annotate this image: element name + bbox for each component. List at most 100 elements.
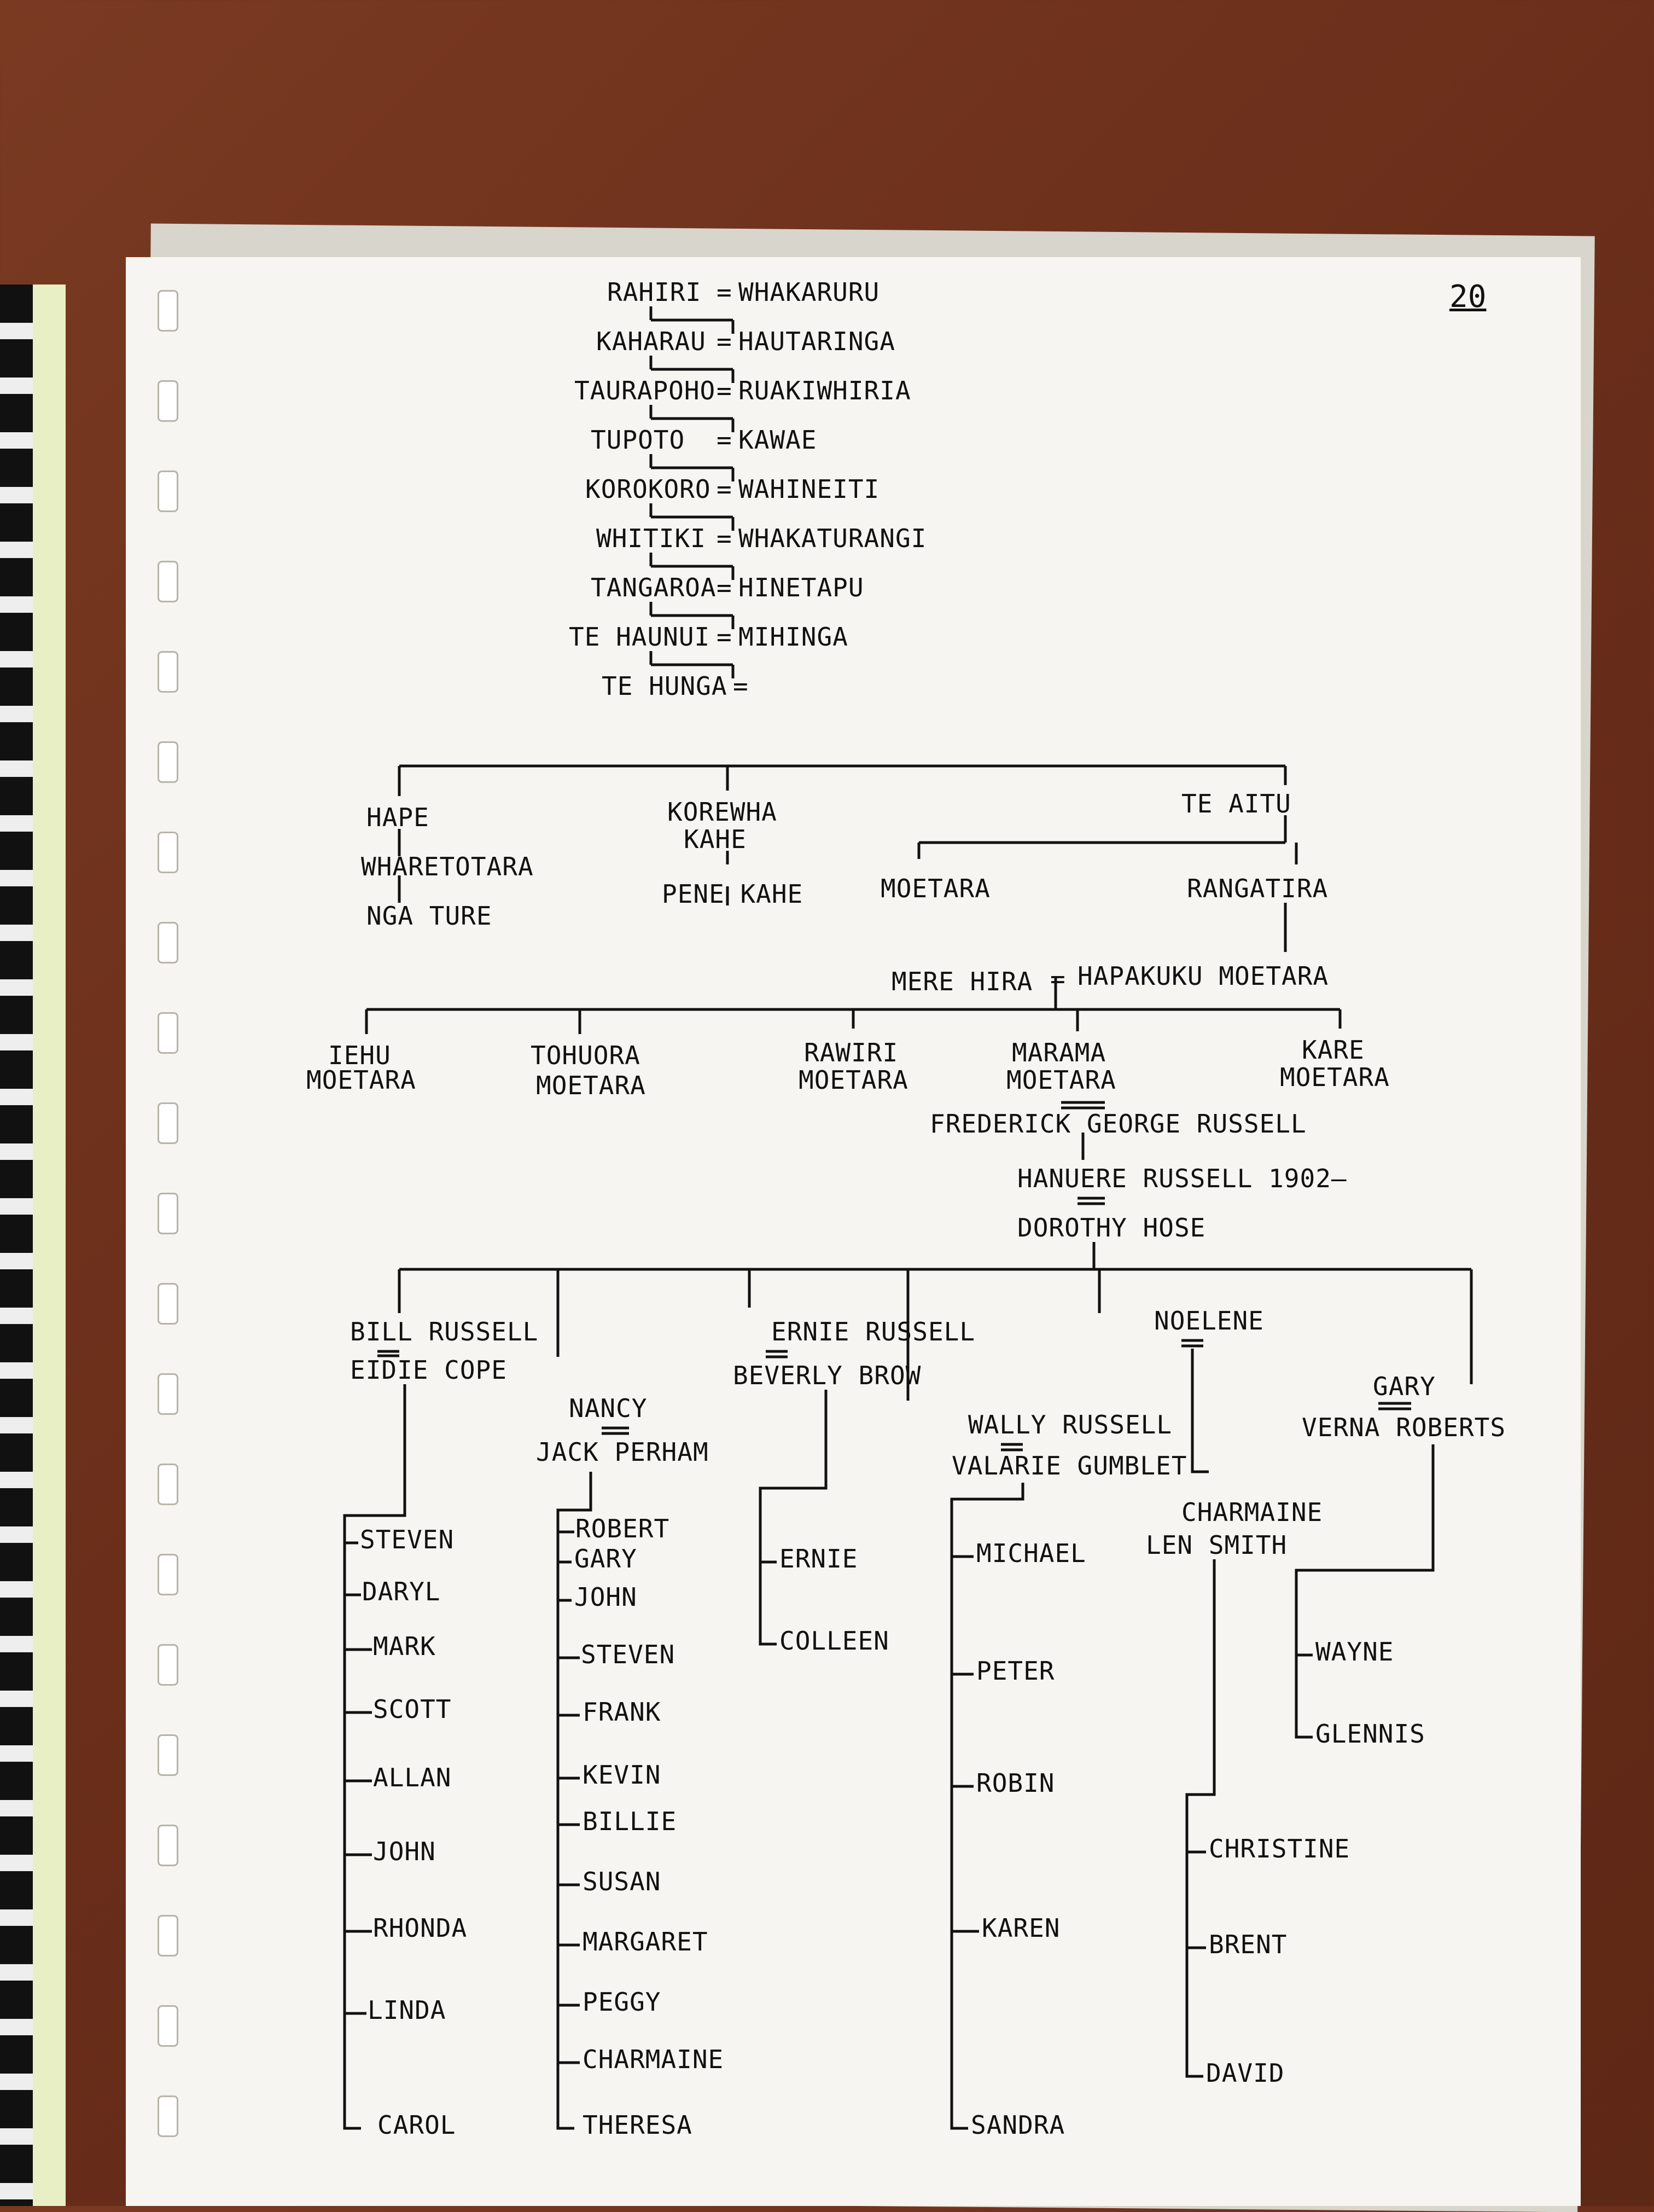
name-eidie-cope: EIDIE COPE: [350, 1355, 507, 1385]
child-name: BILLIE: [583, 1807, 677, 1836]
ancestor-lines: [649, 306, 735, 678]
name-gary: GARY: [1373, 1372, 1436, 1401]
name-dorothy-hose: DOROTHY HOSE: [1017, 1213, 1205, 1243]
family-ernie: ERNIE RUSSELL BEVERLY BROW ERNIE COLLEEN: [733, 1317, 975, 1656]
svg-text:=: =: [717, 573, 732, 602]
child-name: DARYL: [362, 1577, 440, 1606]
child-name: ROBIN: [976, 1768, 1055, 1798]
family-tree: RAHIRI = WHAKARURU KAHARAU = HAUTARINGA …: [306, 277, 1506, 2140]
child-name: ERNIE: [779, 1544, 858, 1574]
name-moetara: MOETARA: [881, 874, 991, 903]
name-noelene: NOELENE: [1154, 1306, 1264, 1336]
binding-hole: [158, 1102, 178, 1144]
name-wharetotara: WHARETOTARA: [361, 852, 534, 881]
gen3-line1: TOHUORA: [531, 1041, 640, 1070]
child-name: MARGARET: [583, 1927, 708, 1956]
child-name: PEGGY: [583, 1987, 661, 2017]
generation3: IEHU MOETARA TOHUORA MOETARA RAWIRI MOET…: [306, 1035, 1390, 1100]
binding-hole: [158, 651, 178, 693]
name-beverly-brow: BEVERLY BROW: [733, 1361, 921, 1390]
name-nga-ture: NGA TURE: [366, 901, 492, 931]
family-nancy: NANCY JACK PERHAM ROBERT GARY JOHN STEVE…: [536, 1394, 724, 2140]
svg-text:=: =: [733, 671, 749, 701]
family-bill: BILL RUSSELL EIDIE COPE STEVEN DARYL MAR…: [343, 1317, 538, 2140]
child-name: PETER: [976, 1656, 1055, 1686]
child-name: COLLEEN: [779, 1626, 889, 1656]
ancestor-right: HAUTARINGA: [738, 327, 895, 356]
binding-hole: [158, 1734, 178, 1776]
ancestor-right: MIHINGA: [738, 622, 848, 652]
binding-hole: [158, 741, 178, 783]
gen3-lines: [365, 977, 1342, 1034]
child-name: CHRISTINE: [1209, 1834, 1350, 1863]
binding-holes: [126, 257, 208, 2206]
family-gary: GARY VERNA ROBERTS WAYNE GLENNIS: [1295, 1372, 1506, 1749]
child-name: JOHN: [373, 1837, 436, 1866]
name-hanuere-russell: HANUERE RUSSELL 1902—: [1017, 1164, 1347, 1193]
gen3-line2: MOETARA: [1280, 1063, 1390, 1092]
ancestor-right: HINETAPU: [738, 573, 864, 602]
name-charmaine: CHARMAINE: [1181, 1497, 1323, 1527]
child-name: RHONDA: [373, 1913, 467, 1943]
page-number: 20: [1449, 279, 1487, 315]
child-name: KAREN: [982, 1913, 1060, 1943]
name-te-aitu: TE AITU: [1181, 789, 1291, 818]
svg-text:=: =: [717, 425, 732, 455]
name-korewha: KOREWHA: [667, 797, 777, 827]
ancestor-left: TUPOTO: [591, 425, 685, 455]
name-ernie-russell: ERNIE RUSSELL: [771, 1317, 975, 1346]
russell-line: [398, 1101, 1473, 1401]
binding-hole: [158, 1554, 178, 1595]
binding-hole: [158, 1464, 178, 1505]
name-nancy: NANCY: [569, 1394, 647, 1423]
ancestor-right: KAWAE: [738, 425, 817, 455]
child-name: WAYNE: [1315, 1637, 1394, 1667]
child-name: DAVID: [1206, 2058, 1284, 2088]
binding-hole: [158, 832, 178, 873]
binding-hole: [158, 290, 178, 332]
gen3-line1: RAWIRI: [804, 1038, 898, 1067]
name-frederick-george-russell: FREDERICK GEORGE RUSSELL: [930, 1109, 1307, 1139]
child-name: MICHAEL: [976, 1538, 1086, 1568]
ancestor-left: TANGAROA: [591, 573, 717, 602]
child-name: STEVEN: [581, 1640, 675, 1669]
child-name: CHARMAINE: [583, 2045, 724, 2074]
name-verna-roberts: VERNA ROBERTS: [1302, 1413, 1506, 1442]
binding-hole: [158, 1283, 178, 1325]
ancestor-left: KAHARAU: [596, 327, 706, 356]
child-name: GLENNIS: [1315, 1719, 1425, 1749]
binding-hole: [158, 2095, 178, 2137]
name-pene-kahe: PENE KAHE: [662, 879, 803, 909]
gen3-line1: KARE: [1302, 1035, 1365, 1065]
ancestor-left: RAHIRI: [607, 277, 701, 307]
family-wally: WALLY RUSSELL VALARIE GUMBLET MICHAEL PE…: [950, 1410, 1186, 2140]
svg-text:=: =: [717, 622, 732, 652]
ancestor-right: WHAKATURANGI: [738, 524, 927, 553]
branch1-lines: [398, 764, 1298, 952]
binding-hole: [158, 561, 178, 602]
name-rangatira: RANGATIRA: [1187, 874, 1328, 903]
svg-text:=: =: [717, 524, 732, 553]
binding-hole: [158, 1825, 178, 1866]
child-name: MARK: [373, 1632, 436, 1661]
name-jack-perham: JACK PERHAM: [536, 1437, 709, 1467]
binding-hole: [158, 922, 178, 963]
gen3-line2: MOETARA: [306, 1065, 416, 1095]
child-name: KEVIN: [583, 1760, 661, 1790]
gen3-line2: MOETARA: [536, 1071, 646, 1100]
notebook-page: 20 RAHIRI = WHAKARURU KAHARAU = HAUTARIN…: [126, 257, 1581, 2206]
binding-hole: [158, 380, 178, 422]
binding-hole: [158, 1012, 178, 1054]
binding-hole: [158, 2005, 178, 2047]
child-name: JOHN: [574, 1582, 637, 1612]
child-name: SUSAN: [583, 1867, 661, 1896]
film-strip-edge: [33, 285, 66, 2206]
binding-hole: [158, 1644, 178, 1686]
child-name: FRANK: [583, 1697, 661, 1727]
ancestor-left: KOROKORO: [585, 474, 711, 504]
child-name: CAROL: [377, 2110, 456, 2140]
ancestor-left: TE HAUNUI: [569, 622, 710, 652]
ancestor-left: WHITIKI: [596, 524, 706, 553]
ancestor-right: RUAKIWHIRIA: [738, 376, 911, 405]
ancestor-names: RAHIRI = WHAKARURU KAHARAU = HAUTARINGA …: [569, 277, 927, 701]
